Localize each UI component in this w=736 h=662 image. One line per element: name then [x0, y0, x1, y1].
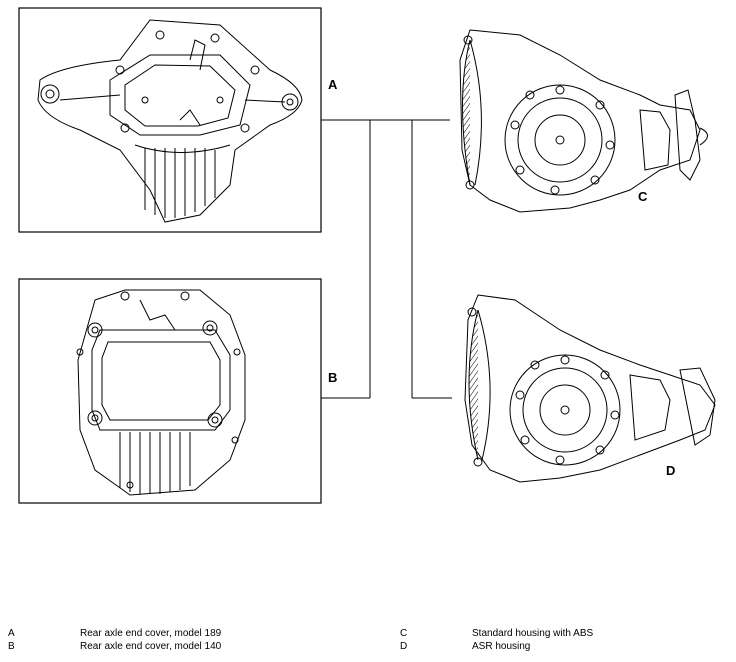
- legend-text: Rear axle end cover, model 189: [80, 628, 222, 639]
- panel-b-frame: [18, 278, 322, 504]
- label-a: A: [328, 77, 338, 92]
- legend-item-c: C Standard housing with ABS: [400, 627, 700, 640]
- legend-key: A: [8, 628, 15, 639]
- legend-key: D: [400, 641, 408, 652]
- legend-key: B: [8, 641, 15, 652]
- legend-text: ASR housing: [472, 641, 531, 652]
- label-b: B: [328, 370, 337, 385]
- legend-right: C Standard housing with ABS D ASR housin…: [400, 627, 700, 653]
- label-d: D: [666, 463, 675, 478]
- panel-a-frame: [18, 7, 322, 233]
- legend-left: A Rear axle end cover, model 189 B Rear …: [8, 627, 308, 653]
- legend-item-b: B Rear axle end cover, model 140: [8, 640, 308, 653]
- legend-text: Standard housing with ABS: [472, 628, 594, 639]
- housing-c-drawing: [459, 29, 708, 213]
- cover-b-drawing: [76, 289, 246, 496]
- connector-lines: [321, 119, 452, 399]
- legend-item-a: A Rear axle end cover, model 189: [8, 627, 308, 640]
- legend-key: C: [400, 628, 408, 639]
- cover-a-drawing: [37, 19, 303, 223]
- label-c: C: [638, 189, 648, 204]
- housing-d-drawing: [464, 294, 716, 483]
- legend-item-d: D ASR housing: [400, 640, 700, 653]
- legend-text: Rear axle end cover, model 140: [80, 641, 222, 652]
